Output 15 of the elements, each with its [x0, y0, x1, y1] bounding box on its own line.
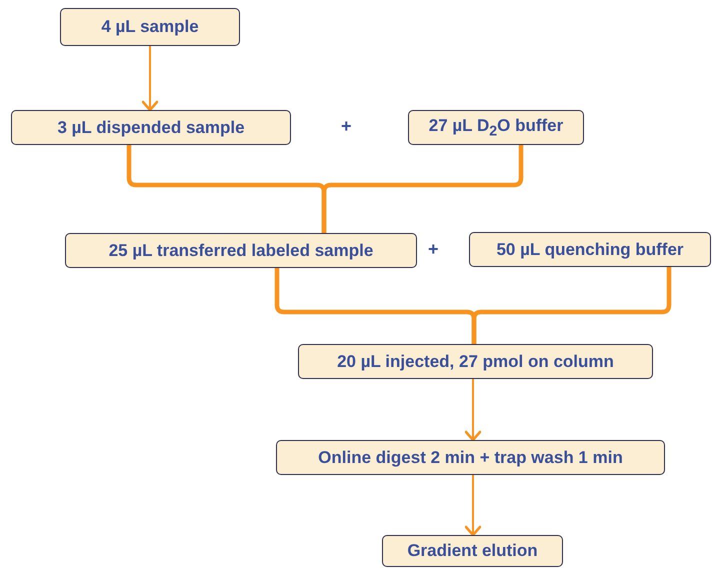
- process-box: 3 µL dispended sample: [11, 110, 291, 145]
- merge-brace: [472, 264, 672, 346]
- process-box: Online digest 2 min + trap wash 1 min: [276, 440, 665, 475]
- process-box: 25 µL transferred labeled sample: [65, 233, 417, 268]
- merge-brace: [322, 142, 524, 236]
- process-box: Gradient elution: [382, 535, 563, 567]
- arrow: [464, 474, 482, 536]
- plus-sign: +: [341, 116, 352, 137]
- plus-sign: +: [428, 239, 439, 260]
- arrow: [464, 378, 482, 442]
- process-box: 27 µL D$_{2}$O buffer: [408, 110, 584, 145]
- process-box: 20 µL injected, 27 pmol on column: [298, 344, 653, 379]
- process-box: 50 µL quenching buffer: [469, 232, 711, 267]
- arrow: [142, 45, 158, 112]
- process-box: 4 µL sample: [60, 8, 240, 46]
